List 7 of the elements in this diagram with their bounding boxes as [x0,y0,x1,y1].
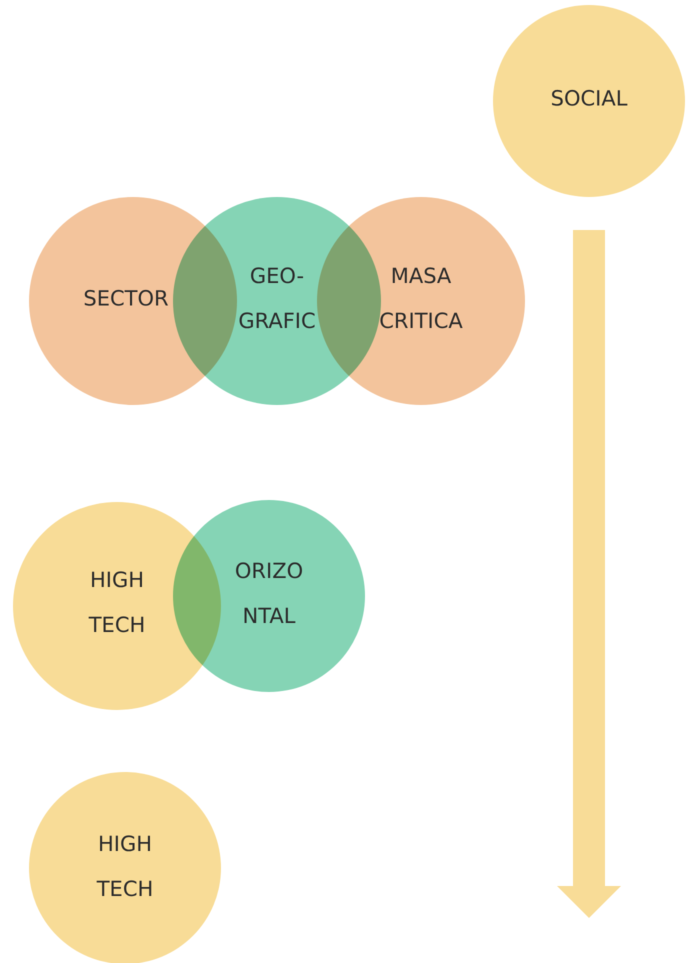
circle-label: HIGH TECH [88,567,146,639]
circle-label: HIGH TECH [96,831,154,903]
circle-label: MASA CRITICA [378,263,464,335]
circle-label: SOCIAL [550,86,628,112]
circle-label: SECTOR [82,286,170,312]
circle-label: GEO- GRAFIC [237,263,317,335]
circle-label: ORIZO NTAL [234,558,304,630]
